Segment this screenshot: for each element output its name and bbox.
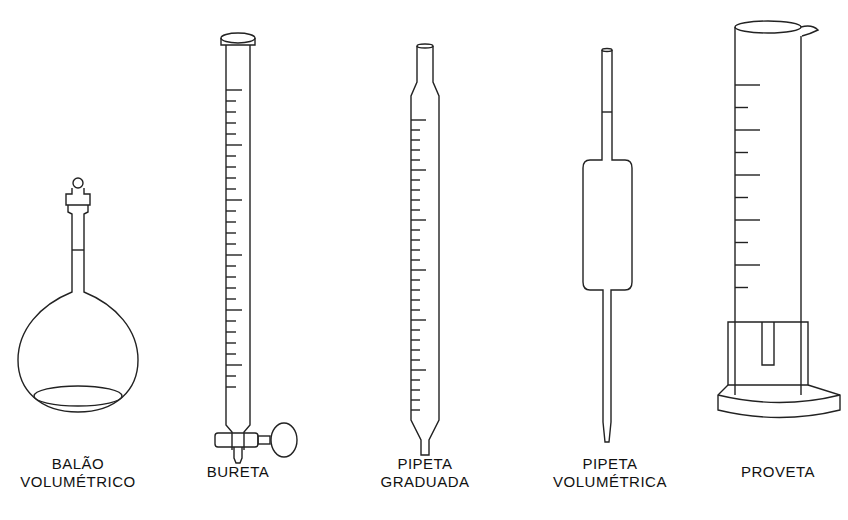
graduation-mark xyxy=(411,259,420,260)
graduation-mark xyxy=(411,169,426,170)
graduation-mark xyxy=(411,399,420,400)
volumetric-pipette xyxy=(583,49,632,443)
graduation-mark xyxy=(226,177,236,178)
graduation-mark xyxy=(226,111,236,112)
graduation-mark xyxy=(411,209,420,210)
graduation-mark xyxy=(735,174,760,175)
graduated-pipette xyxy=(411,44,439,455)
graduation-mark xyxy=(226,166,236,167)
graduation-mark xyxy=(411,159,420,160)
graduation-mark xyxy=(226,386,236,387)
graduation-mark xyxy=(411,379,420,380)
graduation-mark xyxy=(411,199,420,200)
graduation-mark xyxy=(411,239,420,240)
graduation-mark xyxy=(226,287,236,288)
graduation-mark xyxy=(735,219,760,220)
instrument-label: PIPETA VOLUMÉTRICA xyxy=(550,455,670,491)
graduation-mark xyxy=(411,229,420,230)
graduation-mark xyxy=(226,221,236,222)
graduation-mark xyxy=(226,232,236,233)
graduation-mark xyxy=(735,197,748,198)
graduation-mark xyxy=(411,249,420,250)
graduation-mark xyxy=(411,389,420,390)
graduation-mark xyxy=(735,287,748,288)
graduation-mark xyxy=(411,279,420,280)
graduation-mark xyxy=(411,189,420,190)
graduation-mark xyxy=(411,129,420,130)
graduation-mark xyxy=(411,299,420,300)
instrument-label: PROVETA xyxy=(723,463,833,481)
graduation-mark xyxy=(411,309,420,310)
graduation-mark xyxy=(226,89,242,90)
instrument-label: BALÃO VOLUMÉTRICO xyxy=(18,455,138,491)
graduation-mark xyxy=(411,329,420,330)
graduation-mark xyxy=(226,331,236,332)
graduation-mark xyxy=(226,375,236,376)
graduation-mark xyxy=(226,364,242,365)
graduation-mark xyxy=(411,369,426,370)
graduation-mark xyxy=(226,155,236,156)
graduation-mark xyxy=(411,319,426,320)
graduation-mark xyxy=(735,242,748,243)
graduation-mark xyxy=(411,359,420,360)
graduation-mark xyxy=(226,199,242,200)
graduation-mark xyxy=(226,265,236,266)
graduation-mark xyxy=(411,139,420,140)
graduation-mark xyxy=(226,342,236,343)
graduation-mark xyxy=(411,409,420,410)
graduation-mark xyxy=(735,129,760,130)
instrument-label: PIPETA GRADUADA xyxy=(370,455,480,491)
instrument-label: BURETA xyxy=(183,463,293,481)
graduation-mark xyxy=(735,152,748,153)
graduation-mark xyxy=(226,254,242,255)
graduation-mark xyxy=(226,353,236,354)
graduation-mark xyxy=(411,349,420,350)
graduation-mark xyxy=(226,309,242,310)
volumetric-flask xyxy=(18,178,138,412)
graduation-mark xyxy=(411,219,426,220)
graduation-mark xyxy=(226,210,236,211)
graduation-mark xyxy=(735,264,760,265)
graduation-mark xyxy=(226,320,236,321)
graduation-mark xyxy=(226,122,236,123)
graduation-mark xyxy=(411,339,420,340)
graduation-mark xyxy=(735,84,760,85)
graduation-mark xyxy=(226,188,236,189)
graduation-mark xyxy=(226,144,242,145)
graduation-mark xyxy=(411,149,420,150)
graduation-mark xyxy=(411,289,420,290)
graduation-mark xyxy=(411,179,420,180)
graduation-mark xyxy=(411,269,426,270)
graduation-mark xyxy=(226,100,236,101)
burette xyxy=(215,33,297,463)
graduation-mark xyxy=(735,107,748,108)
graduation-mark xyxy=(226,243,236,244)
graduated-cylinder xyxy=(718,21,840,418)
graduation-mark xyxy=(411,119,426,120)
graduation-mark xyxy=(226,133,236,134)
graduation-mark xyxy=(226,276,236,277)
graduation-mark xyxy=(226,298,236,299)
